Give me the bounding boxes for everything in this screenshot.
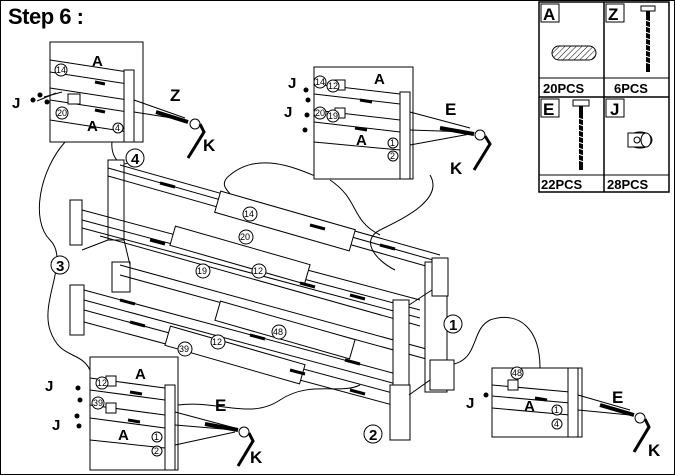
long-bolt-icon (640, 5, 656, 72)
bar-label-20: 20 (240, 232, 250, 242)
bl-label-j2: J (52, 417, 60, 434)
bl-label-e: E (215, 396, 226, 415)
tm-bolt (409, 111, 492, 171)
bl-num-2: 2 (154, 446, 159, 456)
tm-num-20: 20 (315, 108, 325, 118)
bar-number-labels: 14 20 19 12 48 12 39 (177, 206, 287, 357)
bar-label-12: 12 (253, 266, 263, 276)
bl-num-1: 1 (154, 432, 159, 442)
bl-bolt (174, 411, 255, 467)
tl-label-k: K (203, 136, 216, 155)
callout-top-mid: A A 14 12 20 19 1 2 (302, 66, 414, 180)
tm-num-2: 2 (390, 151, 395, 161)
tm-num-19: 19 (328, 111, 338, 121)
br-label-e: E (612, 388, 623, 407)
tl-label-a2: A (87, 118, 98, 135)
legend-j-letter: J (610, 100, 619, 119)
dowel-icon (551, 45, 597, 61)
corner-marker-3: 3 (56, 258, 64, 275)
bar-label-48: 48 (273, 327, 283, 337)
tm-label-a2: A (356, 132, 367, 149)
br-num-4: 4 (554, 419, 559, 429)
bar-label-19: 19 (197, 266, 207, 276)
corner-marker-2: 2 (369, 427, 377, 444)
br-label-k: K (648, 441, 661, 460)
legend-e-letter: E (543, 100, 554, 119)
br-num-48: 48 (512, 368, 522, 378)
bl-label-k: K (250, 448, 263, 467)
bar-label-14: 14 (244, 209, 254, 219)
br-num-1: 1 (554, 405, 559, 415)
bl-label-j1: J (45, 378, 53, 395)
bl-num-12: 12 (97, 378, 107, 388)
tm-num-1: 1 (390, 138, 395, 148)
legend-e-count: 22PCS (541, 177, 583, 192)
br-bolt (577, 394, 651, 453)
callout-top-left: A A J 14 20 4 (12, 41, 144, 143)
tm-label-j2: J (284, 104, 292, 121)
legend-z-letter: Z (608, 5, 618, 24)
br-label-a: A (524, 398, 535, 415)
tl-num-14: 14 (56, 65, 66, 75)
bar-label-39: 39 (179, 344, 189, 354)
tm-label-a1: A (374, 71, 385, 88)
bl-label-a1: A (135, 366, 146, 383)
callout-bottom-left: A A 12 39 1 2 (74, 356, 179, 471)
step-title: Step 6 : (8, 4, 84, 29)
legend-j-count: 28PCS (607, 177, 649, 192)
barrel-nut-icon (627, 131, 653, 149)
tm-num-12: 12 (328, 81, 338, 91)
tl-num-20: 20 (57, 108, 67, 118)
tl-label-z: Z (170, 86, 180, 105)
corner-marker-4: 4 (131, 151, 140, 168)
bl-num-39: 39 (93, 398, 103, 408)
br-label-j: J (466, 395, 474, 412)
callout-connectors (38, 141, 541, 410)
bl-label-a2: A (118, 427, 129, 444)
tm-num-14: 14 (315, 77, 325, 87)
tl-num-4: 4 (115, 123, 120, 133)
tl-label-j: J (12, 95, 20, 112)
tm-label-j1: J (288, 75, 296, 92)
tl-bolt (133, 99, 206, 159)
legend-a-letter: A (543, 5, 555, 24)
corner-markers (50, 148, 463, 444)
bar-label-12b: 12 (212, 337, 222, 347)
parts-legend: A 20PCS Z 6PCS E 22PCS J (538, 1, 670, 193)
callout-bottom-right: A 48 1 4 (483, 366, 583, 438)
tm-label-e: E (445, 100, 456, 119)
bed-frame (69, 159, 455, 441)
tl-label-a1: A (92, 53, 103, 70)
corner-marker-1: 1 (449, 317, 457, 334)
legend-z-count: 6PCS (614, 81, 648, 96)
tm-label-k: K (450, 159, 463, 178)
legend-a-count: 20PCS (543, 81, 585, 96)
short-bolt-icon (572, 99, 590, 170)
